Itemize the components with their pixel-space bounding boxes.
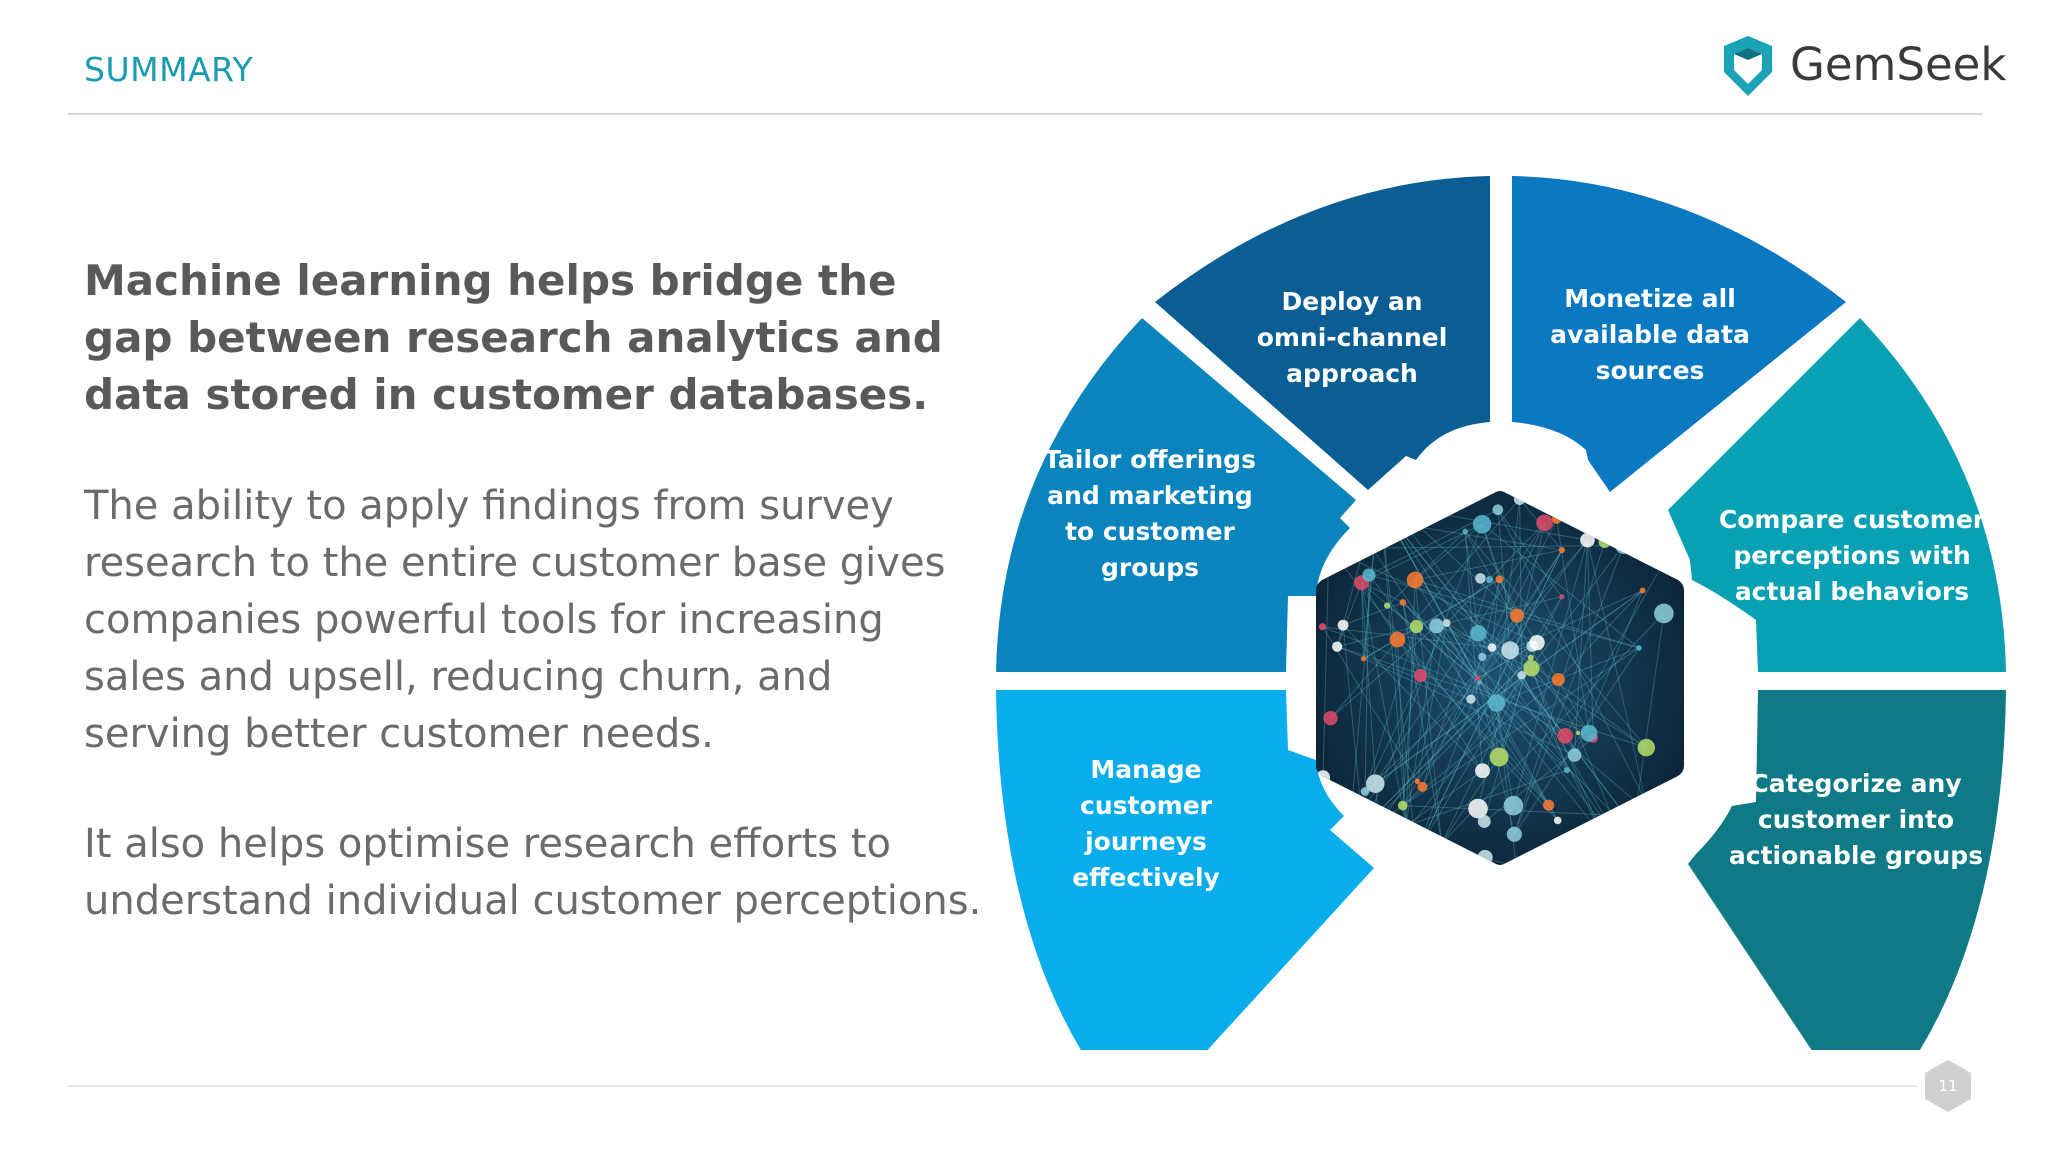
segment-label-deploy: Deploy an omni-channel approach bbox=[1257, 287, 1448, 388]
body-paragraph-1: The ability to apply findings from surve… bbox=[84, 483, 946, 757]
label-line: Deploy an bbox=[1281, 287, 1422, 316]
label-line: actual behaviors bbox=[1735, 577, 1969, 606]
lead-statement: Machine learning helps bridge the gap be… bbox=[84, 256, 943, 419]
label-line: actionable groups bbox=[1729, 841, 1983, 870]
segment-label-tailor: Tailor offerings and marketing to custom… bbox=[1044, 445, 1256, 582]
page-title: SUMMARY bbox=[84, 50, 254, 89]
label-line: Tailor offerings bbox=[1044, 445, 1256, 474]
segment-monetize-data bbox=[1512, 176, 1846, 492]
body-paragraph-2: It also helps optimise research efforts … bbox=[84, 821, 982, 924]
label-line: customer into bbox=[1758, 805, 1954, 834]
network-graph-image bbox=[1316, 491, 1684, 865]
segment-label-compare: Compare customer perceptions with actual… bbox=[1719, 505, 1986, 606]
label-line: Monetize all bbox=[1564, 284, 1736, 313]
gemseek-logo bbox=[1724, 36, 1772, 96]
segment-tailor-offerings bbox=[996, 318, 1356, 672]
segment-deploy-omni-channel bbox=[1155, 176, 1490, 490]
label-line: sources bbox=[1596, 356, 1705, 385]
label-line: Manage bbox=[1090, 755, 1201, 784]
label-line: approach bbox=[1286, 359, 1418, 388]
label-line: Compare customer bbox=[1719, 505, 1986, 534]
brand-name: GemSeek bbox=[1790, 38, 2007, 91]
label-line: and marketing bbox=[1047, 481, 1253, 510]
page-number: 11 bbox=[1938, 1077, 1957, 1095]
label-line: available data bbox=[1550, 320, 1750, 349]
label-line: omni-channel bbox=[1257, 323, 1448, 352]
label-line: groups bbox=[1101, 553, 1199, 582]
label-line: customer bbox=[1080, 791, 1213, 820]
segment-label-manage: Manage customer journeys effectively bbox=[1072, 755, 1220, 892]
label-line: to customer bbox=[1065, 517, 1235, 546]
segment-label-categorize: Categorize any customer into actionable … bbox=[1729, 769, 1983, 870]
label-line: effectively bbox=[1072, 863, 1220, 892]
header-divider bbox=[68, 113, 1982, 115]
segment-categorize-customers bbox=[1688, 690, 2006, 1050]
segment-compare-perceptions bbox=[1668, 318, 2006, 672]
ml-benefits-diagram: Deploy an omni-channel approach Monetize… bbox=[996, 176, 2006, 1050]
segment-label-monetize: Monetize all available data sources bbox=[1550, 284, 1750, 385]
segment-manage-journeys bbox=[996, 690, 1374, 1050]
page-number-badge: 11 bbox=[1925, 1060, 1971, 1112]
footer-divider bbox=[68, 1085, 1918, 1087]
label-line: perceptions with bbox=[1733, 541, 1970, 570]
label-line: Categorize any bbox=[1750, 769, 1961, 798]
label-line: journeys bbox=[1084, 827, 1207, 856]
